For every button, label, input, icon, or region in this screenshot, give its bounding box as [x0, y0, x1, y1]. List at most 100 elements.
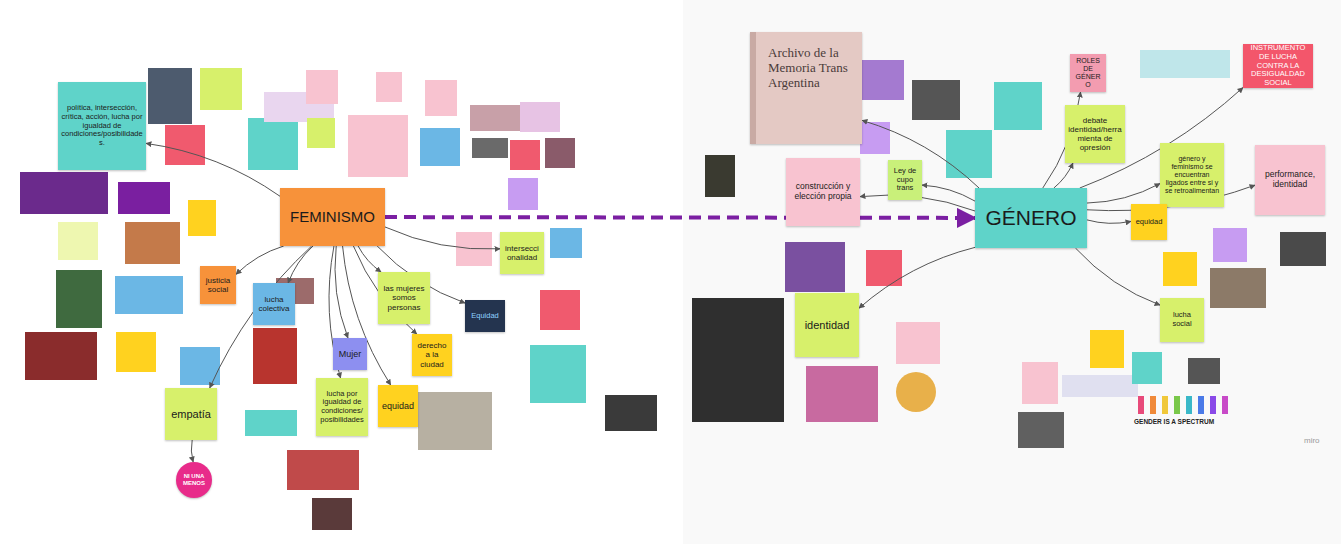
sticky-note	[248, 118, 298, 170]
node-text: NI UNA MENOS	[178, 473, 210, 487]
photo	[418, 392, 492, 450]
sticky-note: lucha social	[1160, 298, 1204, 342]
sticky-note: empatía	[165, 388, 217, 440]
mindmap-connector	[236, 246, 284, 274]
node-text: ROLES DE GÉNERO	[1073, 57, 1103, 89]
dashed-arrow	[385, 215, 975, 220]
photo	[1018, 412, 1064, 448]
watermark: miro	[1304, 436, 1320, 445]
photo	[605, 395, 657, 431]
node-text: género y feminismo se encuentran ligados…	[1163, 155, 1221, 195]
photo	[692, 298, 784, 422]
photo	[472, 138, 508, 158]
node-text: construcción y elección propia	[789, 182, 857, 202]
sticky-note	[200, 68, 242, 110]
photo	[1280, 232, 1326, 266]
node-text: Ley de cupo trans	[891, 167, 919, 193]
mindmap-connector	[385, 227, 500, 249]
node-text: equidad	[382, 401, 414, 411]
sticky-note: las mujeres somos personas	[378, 272, 430, 324]
mindmap-connector	[288, 246, 313, 283]
sticky-note	[508, 178, 538, 210]
sticky-note	[118, 182, 170, 214]
node-text: FEMINISMO	[290, 208, 375, 225]
photo	[912, 80, 960, 120]
photo	[1188, 358, 1220, 384]
mindmap-connector	[1087, 184, 1160, 203]
emblem	[896, 372, 936, 412]
photo	[25, 332, 97, 380]
sticky-note	[946, 130, 992, 178]
sticky-note	[115, 276, 183, 314]
mindmap-connector	[358, 246, 381, 272]
mindmap-connector	[922, 185, 975, 201]
sticky-note: Equidad	[465, 300, 505, 332]
photo	[125, 222, 180, 264]
sticky-note	[306, 70, 338, 104]
node-text: Archivo de la Memoria Trans Argentina	[768, 46, 850, 91]
node-text: equidad	[1136, 218, 1163, 227]
icon-band	[20, 172, 108, 214]
mindmap-connector	[859, 247, 975, 308]
sticky-note: INSTRUMENTO DE LUCHA CONTRA LA DESIGUALD…	[1243, 44, 1313, 88]
sticky-note: lucha por igualdad de condiciones/ posib…	[316, 378, 368, 436]
node-text: lucha por igualdad de condiciones/ posib…	[319, 390, 365, 425]
photo	[56, 270, 102, 328]
sticky-note	[165, 125, 205, 165]
mindmap-connector	[335, 246, 348, 338]
mindmap-connector	[146, 143, 280, 196]
node-text: performance, identidad	[1258, 170, 1322, 190]
central-node: FEMINISMO	[280, 188, 385, 246]
sticky-note: Ley de cupo trans	[888, 160, 922, 200]
sticky-note: ROLES DE GÉNERO	[1070, 54, 1106, 92]
sticky-note: Mujer	[333, 338, 367, 370]
node-text: interseccionalidad	[503, 244, 541, 262]
node-text: lucha social	[1163, 311, 1201, 328]
photo	[862, 60, 904, 100]
node-text: Equidad	[471, 312, 499, 321]
figure-caption: GENDER IS A SPECTRUM	[1134, 418, 1214, 425]
node-text: derecho a la ciudad	[415, 341, 449, 369]
photo	[148, 68, 192, 124]
sticky-note	[896, 322, 940, 364]
photo	[806, 366, 878, 422]
sticky-note	[307, 118, 335, 148]
node-text: política, intersección, crítica, acción,…	[61, 104, 143, 147]
sticky-note	[1022, 362, 1058, 404]
sticky-note	[550, 228, 582, 258]
photo	[253, 328, 297, 384]
photo	[1062, 375, 1138, 397]
sticky-note: equidad	[1131, 204, 1167, 240]
sticky-note	[116, 332, 156, 372]
node-text: justicia social	[203, 276, 233, 294]
node-text: INSTRUMENTO DE LUCHA CONTRA LA DESIGUALD…	[1246, 44, 1310, 87]
sticky-note: debate identidad/herramienta de opresión	[1065, 105, 1125, 163]
node-text: Mujer	[339, 349, 362, 359]
node-text: las mujeres somos personas	[381, 284, 427, 312]
sticky-note	[540, 290, 580, 330]
sticky-note: interseccionalidad	[500, 232, 544, 274]
mindmap-connector	[1075, 248, 1160, 305]
spectrum-figures	[1138, 396, 1228, 414]
sticky-note	[425, 80, 457, 116]
photo	[287, 450, 359, 490]
sticky-note	[994, 82, 1042, 130]
sticky-note	[1213, 228, 1247, 262]
sticky-note: lucha colectiva	[253, 283, 295, 325]
photo	[545, 138, 575, 168]
sticky-note	[245, 410, 297, 436]
photo	[520, 102, 560, 132]
sticky-note: construcción y elección propia	[786, 158, 860, 226]
mindmap-connector	[191, 440, 193, 462]
photo	[785, 242, 845, 292]
board-panel	[683, 0, 1341, 544]
node-text: lucha colectiva	[256, 295, 292, 313]
sticky-note: política, intersección, crítica, acción,…	[58, 82, 146, 170]
sticky-note: justicia social	[200, 266, 236, 304]
sticky-note: identidad	[795, 293, 859, 357]
sticky-note	[860, 122, 890, 154]
sticky-note: derecho a la ciudad	[412, 334, 452, 376]
photo	[705, 155, 735, 197]
sticky-note	[1163, 252, 1197, 286]
